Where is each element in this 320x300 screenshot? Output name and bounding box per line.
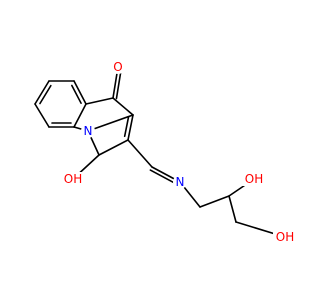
secondary-hydroxyl-atom: OH	[242, 172, 266, 186]
bond-layer	[34, 66, 286, 238]
ring-nitrogen-atom: N	[81, 124, 95, 138]
primary-hydroxyl-atom: OH	[273, 230, 297, 244]
ring-bond	[112, 97, 134, 116]
ketone-oxygen-label: O	[113, 60, 122, 74]
benzene-bond	[34, 80, 50, 105]
imine-nitrogen-atom: N	[173, 175, 187, 189]
chain-bond	[228, 195, 237, 223]
molecule-structure-diagram: O N OH N OH OH	[34, 60, 297, 244]
benzene-inner-double-bond	[71, 84, 82, 104]
atom-label-layer: O N OH N OH OH	[62, 60, 297, 244]
benzene-inner-double-bond	[39, 84, 52, 105]
enol-hydroxyl-label: OH	[64, 172, 82, 186]
ring-nitrogen-label: N	[84, 124, 93, 138]
primary-hydroxyl-label: OH	[276, 230, 294, 244]
enol-hydroxyl-atom: OH	[62, 172, 84, 186]
ring-bond	[85, 97, 114, 105]
ring-bond	[127, 114, 134, 141]
chain-bond	[127, 139, 153, 168]
benzene-bond	[34, 103, 50, 128]
chain-bond	[199, 195, 230, 208]
benzene-bond	[73, 80, 87, 105]
ketone-oxygen-atom: O	[111, 60, 125, 74]
ring-bond	[87, 114, 134, 132]
ring-bond	[98, 139, 129, 156]
secondary-hydroxyl-label: OH	[245, 172, 263, 186]
benzene-bond	[73, 103, 87, 128]
ring-inner-double-bond	[123, 116, 130, 138]
imine-nitrogen-label: N	[176, 175, 185, 189]
